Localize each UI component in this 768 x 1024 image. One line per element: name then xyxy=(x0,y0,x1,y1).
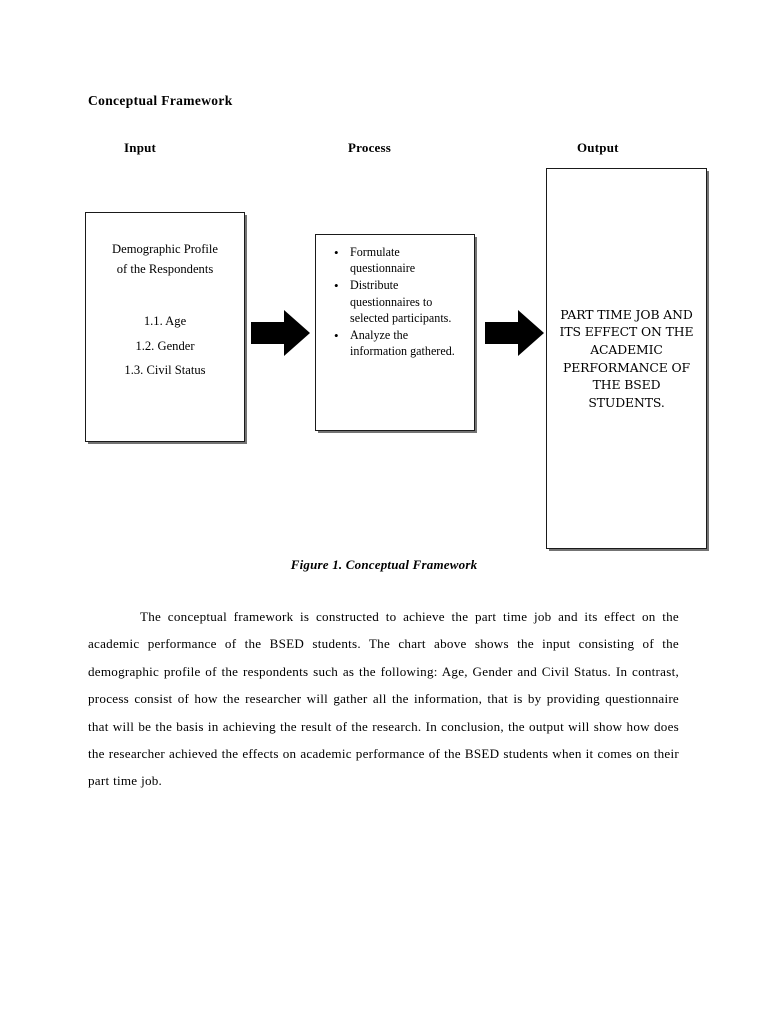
input-box: Demographic Profile of the Respondents 1… xyxy=(85,212,245,442)
list-item-label: Distribute questionnaires to selected pa… xyxy=(350,278,452,325)
body-paragraph: The conceptual framework is constructed … xyxy=(88,609,679,789)
bullet-icon: • xyxy=(334,328,339,344)
list-item: 1.2. Gender xyxy=(135,338,195,353)
figure-caption: Figure 1. Conceptual Framework xyxy=(290,557,478,572)
input-box-title-line-1: Demographic Profile xyxy=(112,242,218,256)
bullet-icon: • xyxy=(334,278,339,294)
bullet-icon: • xyxy=(334,245,339,260)
input-box-content: Demographic Profile of the Respondents 1… xyxy=(86,213,244,383)
output-box-text: PART TIME JOB AND ITS EFFECT ON THE ACAD… xyxy=(559,306,694,410)
page-title: Conceptual Framework xyxy=(88,93,233,108)
list-item-label: Analyze the information gathered. xyxy=(350,328,455,359)
process-box-bullet-list: • Formulate questionnaire • Distribute q… xyxy=(316,235,474,359)
column-label-input: Input xyxy=(124,140,157,155)
right-arrow-icon-process-to-output xyxy=(485,310,544,356)
list-item-label: Formulate questionnaire xyxy=(350,245,416,276)
list-item: • Distribute questionnaires to selected … xyxy=(334,277,466,326)
list-item: • Analyze the information gathered. xyxy=(334,327,466,359)
input-box-item-list: 1.1. Age 1.2. Gender 1.3. Civil Status xyxy=(94,309,236,383)
list-item: • Formulate questionnaire xyxy=(334,244,466,276)
column-label-process: Process xyxy=(348,140,392,155)
column-label-output: Output xyxy=(577,140,619,155)
process-box: • Formulate questionnaire • Distribute q… xyxy=(315,234,475,431)
list-item: 1.3. Civil Status xyxy=(124,363,206,378)
list-item: 1.1. Age xyxy=(143,314,187,329)
output-box: PART TIME JOB AND ITS EFFECT ON THE ACAD… xyxy=(546,168,707,549)
input-box-title-line-2: of the Respondents xyxy=(116,261,214,276)
right-arrow-icon-input-to-process xyxy=(251,310,310,356)
